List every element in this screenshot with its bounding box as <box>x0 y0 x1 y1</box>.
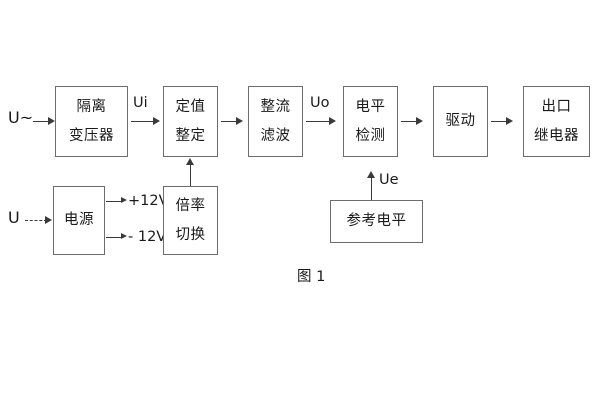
connector-ac-input-line <box>33 121 50 122</box>
block-output-relay: 出口 继电器 <box>523 86 590 157</box>
block-reference-level: 参考电平 <box>330 200 423 243</box>
block-power-supply-line-1: 电源 <box>64 212 94 229</box>
arrow-rail-positive <box>121 197 127 204</box>
arrow-dc-input <box>45 215 52 224</box>
arrow-multiplier-to-setting <box>186 158 195 165</box>
block-setting-value-line-2: 整定 <box>175 128 206 144</box>
connector-rail-positive-line <box>106 201 123 202</box>
connector-ui-line <box>131 121 155 122</box>
block-power-supply: 电源 <box>53 186 105 255</box>
block-drive-line-1: 驱动 <box>445 113 476 130</box>
arrow-level-to-drive <box>416 116 423 125</box>
block-isolation-transformer-line-1: 隔离 <box>76 98 107 115</box>
signal-label-ue: Ue <box>379 172 399 188</box>
connector-dc-input-line <box>25 220 47 221</box>
block-rectify-filter: 整流 滤波 <box>248 86 303 157</box>
block-drive: 驱动 <box>433 86 488 157</box>
block-level-detection: 电平 检测 <box>343 86 398 157</box>
arrow-drive-to-relay <box>506 116 513 125</box>
block-rectify-filter-line-1: 整流 <box>260 98 291 115</box>
connector-setting-to-rectify-line <box>221 121 238 122</box>
signal-label-ui: Ui <box>133 95 148 111</box>
block-output-relay-line-1: 出口 <box>541 98 572 115</box>
block-multiplier-switch: 倍率 切换 <box>163 186 218 255</box>
rail-label-negative: - 12V <box>128 229 167 245</box>
input-label-ac: U~ <box>8 108 34 127</box>
block-isolation-transformer: 隔离 变压器 <box>55 86 128 157</box>
connector-multiplier-to-setting-line <box>190 165 191 186</box>
connector-reference-to-level-line <box>371 178 372 200</box>
signal-label-uo: Uo <box>310 95 330 111</box>
connector-uo-line <box>306 121 330 122</box>
arrow-uo <box>329 116 336 125</box>
block-setting-value-line-1: 定值 <box>175 98 206 115</box>
block-setting-value: 定值 整定 <box>163 86 218 157</box>
block-level-detection-line-1: 电平 <box>355 98 386 115</box>
block-isolation-transformer-line-2: 变压器 <box>69 128 114 144</box>
input-label-dc: U <box>8 208 20 227</box>
connector-drive-to-relay-line <box>491 121 508 122</box>
arrow-setting-to-rectify <box>236 116 243 125</box>
block-multiplier-switch-line-2: 切换 <box>175 227 206 243</box>
block-rectify-filter-line-2: 滤波 <box>260 128 291 144</box>
block-multiplier-switch-line-1: 倍率 <box>175 197 206 214</box>
arrow-reference-to-level <box>367 171 376 178</box>
figure-caption: 图 1 <box>297 269 326 285</box>
connector-level-to-drive-line <box>401 121 418 122</box>
arrow-ac-input <box>48 116 55 125</box>
arrow-ui <box>153 116 160 125</box>
block-output-relay-line-2: 继电器 <box>534 128 579 144</box>
rail-label-positive: +12V <box>128 193 169 209</box>
block-level-detection-line-2: 检测 <box>355 128 386 144</box>
arrow-rail-negative <box>121 233 127 240</box>
connector-rail-negative-line <box>106 237 123 238</box>
block-reference-level-line-1: 参考电平 <box>346 213 407 230</box>
